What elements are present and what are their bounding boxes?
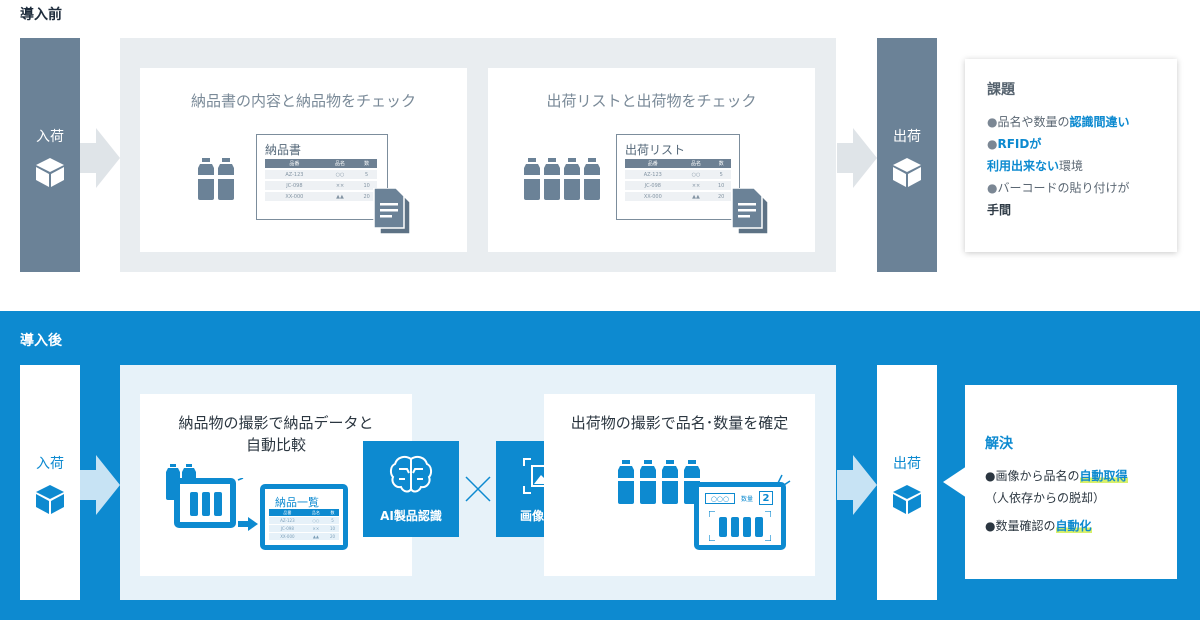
solution-box: 解決 ●画像から品名の自動取得 （人依存からの脱却） ●数量確認の自動化 [965,385,1177,579]
issues-box: 課題 ●品名や数量の認識間違い ●RFIDが利用出来ない環境 ●バーコードの貼り… [965,59,1177,252]
shipping-list-table: 品番品名数 AZ-123○○5 JC-098××10 XX-000▲▲20 [625,159,731,201]
camera-tablet-icon [174,471,244,534]
delivery-note-table: 品番品名数 AZ-123○○5 JC-098××10 XX-000▲▲20 [265,159,377,201]
document-stack-icon [730,187,770,240]
before-inbound-column: 入荷 [20,38,80,272]
count-value: 2 [759,491,773,505]
tablet-list-title: 納品一覧 [275,496,319,509]
solution-heading: 解決 [985,436,1013,452]
shipping-list-title: 出荷リスト [625,143,686,157]
before-shipping-check-card: 出荷リストと出荷物をチェック 出荷リスト 品番品名数 AZ-123○○5 JC-… [488,68,815,252]
before-card1-title: 納品書の内容と納品物をチェック [190,92,416,110]
before-section-title: 導入前 [20,7,62,23]
arrow-right-icon [238,516,258,535]
after-outbound-label: 出荷 [893,456,921,472]
flash-lines-icon [776,472,792,491]
delivery-note-document: 納品書 品番品名数 AZ-123○○5 JC-098××10 XX-000▲▲2… [256,134,388,220]
box-icon [891,156,923,192]
bottles-icon [708,510,772,545]
ai-label: AI製品認識 [380,509,442,523]
bottles-icon [524,158,602,204]
count-label: 数量 [741,496,754,503]
shipping-list-document: 出荷リスト 品番品名数 AZ-123○○5 JC-098××10 XX-000▲… [616,134,740,220]
after-shipping-confirm-card: 出荷物の撮影で品名･数量を確定 ○○○ 数量 2 [544,394,815,576]
box-icon [891,483,923,519]
solution-item-1-sub: （人依存からの脱却） [985,491,1106,505]
after-outbound-column: 出荷 [877,365,937,600]
document-stack-icon [372,187,412,240]
flow-arrow-icon [80,455,120,519]
before-delivery-check-card: 納品書の内容と納品物をチェック 納品書 品番品名数 AZ-123○○5 JC-0… [140,68,467,252]
before-inbound-label: 入荷 [36,129,64,145]
tablet-delivery-list: 納品一覧 品番品名数 AZ-123○○5 JC-098××10 XX-000▲▲… [260,484,348,550]
tablet-camera-screen: ○○○ 数量 2 [694,482,786,550]
box-icon [34,483,66,519]
flow-arrow-icon [80,128,120,192]
issue-item-3: ●バーコードの貼り付けが手間 [987,181,1130,217]
tablet-list-table: 品番品名数 AZ-123○○5 JC-098××10 XX-000▲▲20 [269,509,339,540]
bottles-icon [618,460,702,508]
before-outbound-label: 出荷 [893,129,921,145]
delivery-note-title: 納品書 [265,143,302,157]
after-delivery-compare-card: 納品物の撮影で納品データと 自動比較 納品一覧 品番品名数 AZ-123○ [140,394,412,576]
detected-name-field: ○○○ [705,493,735,504]
cross-icon [465,476,491,506]
bottles-icon [198,158,236,204]
after-card1-title: 納品物の撮影で納品データと 自動比較 [178,414,374,454]
brain-icon [389,455,433,499]
flow-arrow-icon [837,128,877,192]
flow-arrow-icon [837,455,877,519]
after-inbound-label: 入荷 [36,456,64,472]
after-inbound-column: 入荷 [20,365,80,600]
solution-item-2: ●数量確認の自動化 [985,519,1092,533]
issue-item-1: ●品名や数量の認識間違い [987,115,1130,129]
before-card2-title: 出荷リストと出荷物をチェック [546,92,757,110]
issues-heading: 課題 [987,82,1015,98]
issue-item-2: ●RFIDが利用出来ない環境 [987,137,1084,173]
after-card2-title: 出荷物の撮影で品名･数量を確定 [570,414,789,432]
callout-pointer-icon [943,466,967,502]
callout-pointer-icon [943,143,967,179]
solution-item-1: ●画像から品名の自動取得 [985,469,1128,483]
before-outbound-column: 出荷 [877,38,937,272]
ai-product-recognition-box: AI製品認識 [363,441,459,537]
after-section-title: 導入後 [20,333,62,349]
box-icon [34,156,66,192]
